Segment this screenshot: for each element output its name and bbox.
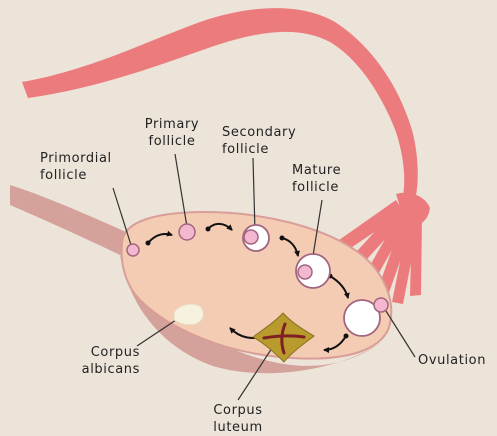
primordial-follicle: [127, 244, 139, 256]
label-corpus-luteum: Corpus luteum: [200, 402, 276, 436]
label-secondary-follicle: Secondary follicle: [222, 124, 296, 158]
label-line: Corpus: [52, 344, 140, 361]
label-line: Secondary: [222, 124, 296, 141]
ligament: [10, 185, 135, 255]
label-mature-follicle: Mature follicle: [292, 162, 341, 196]
label-line: follicle: [40, 167, 112, 184]
label-line: Ovulation: [418, 352, 486, 369]
primary-follicle: [179, 224, 195, 240]
label-line: follicle: [292, 179, 341, 196]
secondary-follicle: [243, 225, 269, 251]
label-corpus-albicans: Corpus albicans: [52, 344, 140, 378]
label-line: Mature: [292, 162, 341, 179]
label-line: luteum: [200, 419, 276, 436]
mature-follicle: [296, 254, 330, 288]
label-line: albicans: [52, 361, 140, 378]
label-line: Corpus: [200, 402, 276, 419]
label-ovulation: Ovulation: [418, 352, 486, 369]
label-primary-follicle: Primary follicle: [134, 116, 210, 150]
label-primordial-follicle: Primordial follicle: [40, 150, 112, 184]
label-line: Primary: [134, 116, 210, 133]
label-line: follicle: [222, 141, 296, 158]
label-line: follicle: [134, 133, 210, 150]
label-line: Primordial: [40, 150, 112, 167]
